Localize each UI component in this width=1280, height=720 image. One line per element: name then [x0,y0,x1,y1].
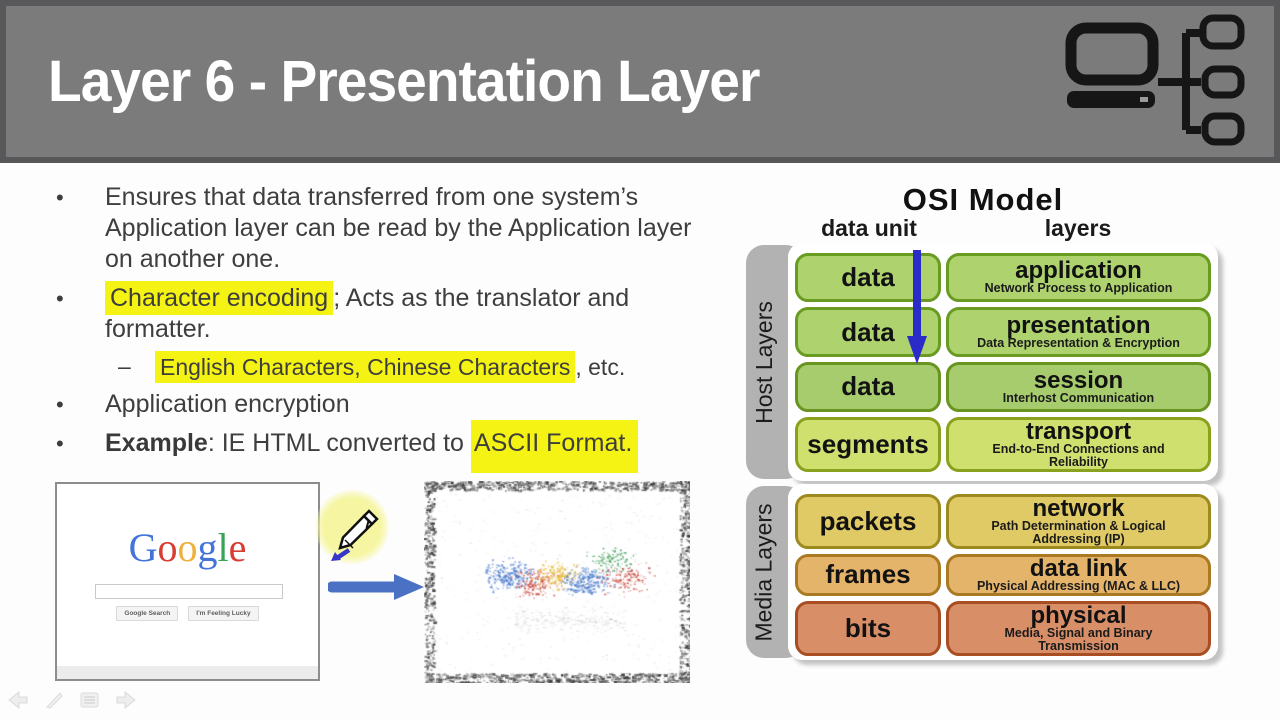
dash-marker: – [118,353,131,379]
google-buttons: Google Search I'm Feeling Lucky [57,606,318,621]
osi-title: OSI Model [902,182,1064,217]
host-layers-panel: data application Network Process to Appl… [788,243,1218,481]
highlight-ascii-format: ASCII Format. [470,420,639,473]
media-layers-panel: packets network Path Determination & Log… [788,484,1218,660]
down-arrow-icon [907,250,927,364]
logo-letter: l [217,525,229,570]
right-arrow-icon [328,574,424,600]
osi-unit-cell: data [795,361,941,412]
pen-tool-button[interactable] [42,688,66,712]
bullet-example: • Example: IE HTML converted to ASCII Fo… [48,420,708,473]
feeling-lucky-button: I'm Feeling Lucky [188,606,259,621]
bullet-marker: • [56,392,64,417]
osi-layer-cell: data link Physical Addressing (MAC & LLC… [946,553,1211,596]
bullet-marker: • [56,286,64,311]
osi-model-diagram: OSI Model data unit layers Host Layers d… [746,182,1220,666]
media-layers-label: Media Layers [750,502,777,642]
osi-layer-cell: physical Media, Signal and Binary Transm… [946,600,1211,656]
bullet-marker: • [56,185,64,210]
highlight-character-encoding: Character encoding [105,281,334,315]
previous-slide-button[interactable] [6,688,30,712]
slide-header: Layer 6 - Presentation Layer [0,0,1280,163]
osi-layer-cell: network Path Determination & Logical Add… [946,493,1211,549]
bullet-character-encoding-rest: ; Acts as the translator and formatter. [105,284,630,343]
osi-unit-cell: bits [795,600,941,656]
osi-row-session: data session Interhost Communication [795,361,1211,412]
logo-letter: o [177,525,198,570]
google-homepage-image: Google Google Search I'm Feeling Lucky [55,482,320,681]
osi-row-physical: bits physical Media, Signal and Binary T… [795,600,1211,656]
osi-column-data-unit: data unit [821,215,917,241]
bullet-ensures-text: Ensures that data transferred from one s… [105,183,692,273]
osi-media-layers-group: Media Layers packets network Path Determ… [746,484,1220,660]
osi-layer-cell: application Network Process to Applicati… [946,252,1211,303]
logo-letter: G [128,525,158,570]
next-slide-button[interactable] [114,688,138,712]
bullet-ensures: • Ensures that data transferred from one… [48,182,708,275]
bullet-marker: • [56,431,64,456]
osi-host-layers-group: Host Layers data application Network Pro… [746,243,1220,481]
computer-network-icon [1065,14,1245,146]
google-footer-bar [57,666,318,679]
osi-layer-cell: transport End-to-End Connections and Rel… [946,416,1211,472]
bullet-list: • Ensures that data transferred from one… [48,182,708,473]
pen-cursor-icon [331,509,379,561]
google-search-button: Google Search [116,606,179,621]
bullet-character-encoding: • Character encoding; Acts as the transl… [48,281,708,345]
osi-unit-cell: segments [795,416,941,472]
scrambled-ascii-image [424,481,690,683]
logo-letter: o [157,525,178,570]
bullet-example-mid: : IE HTML converted to [207,429,471,457]
osi-row-transport: segments transport End-to-End Connection… [795,416,1211,472]
osi-row-presentation: data presentation Data Representation & … [795,307,1211,357]
osi-layer-cell: presentation Data Representation & Encry… [946,307,1211,357]
osi-row-application: data application Network Process to Appl… [795,252,1211,303]
menu-button[interactable] [78,688,102,712]
logo-letter: g [197,525,218,570]
google-search-input [95,584,283,599]
subbullet-characters: – English Characters, Chinese Characters… [48,351,708,383]
slideshow-controls [6,688,138,712]
logo-letter: e [228,525,247,570]
osi-unit-cell: packets [795,493,941,549]
osi-unit-cell: frames [795,553,941,596]
osi-row-data-link: frames data link Physical Addressing (MA… [795,553,1211,596]
osi-layer-cell: session Interhost Communication [946,361,1211,412]
google-logo: Google [57,524,318,571]
osi-row-network: packets network Path Determination & Log… [795,493,1211,549]
bullet-encryption-text: Application encryption [105,390,350,418]
bullet-encryption: • Application encryption [48,389,708,420]
subbullet-characters-rest: , etc. [575,354,626,380]
bullet-example-bold: Example [105,429,208,457]
osi-column-layers: layers [1044,215,1112,241]
highlight-characters: English Characters, Chinese Characters [155,351,576,383]
page-title: Layer 6 - Presentation Layer [48,49,760,114]
host-layers-label: Host Layers [750,300,777,424]
